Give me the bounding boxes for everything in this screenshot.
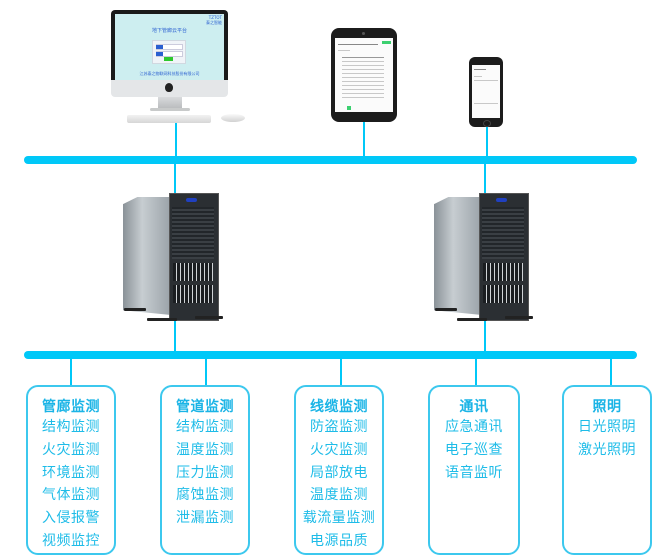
tablet-table-row <box>338 50 350 51</box>
tablet-table-row <box>338 44 378 45</box>
screen-footer: 江苏泰之物联网科技股份有限公司 <box>139 71 200 76</box>
monitoring-network-bus <box>24 351 637 359</box>
apple-logo-icon <box>165 83 173 92</box>
phone-home-button <box>483 120 491 127</box>
category-item: 电子巡查 <box>445 441 503 458</box>
phone-screen-line <box>474 80 498 81</box>
category-2-connector <box>205 357 207 385</box>
server-foot <box>457 318 487 321</box>
username-label <box>156 45 163 49</box>
category-item: 气体监测 <box>42 487 100 504</box>
category-item: 应急通讯 <box>445 419 503 435</box>
monitor-stand <box>158 97 182 109</box>
desktop-connector <box>175 122 177 160</box>
phone-connector <box>486 127 488 160</box>
password-label <box>156 52 163 56</box>
keyboard-icon <box>127 115 211 123</box>
tower-server-icon <box>434 197 482 315</box>
server-foot <box>124 308 146 311</box>
tablet-table-row <box>342 57 384 58</box>
category-item: 火灾监测 <box>42 441 100 458</box>
monitor-stand-base <box>150 108 190 111</box>
category-3-connector <box>340 357 342 385</box>
category-items: 应急通讯 电子巡查 语音监听 <box>430 416 518 484</box>
category-item: 防盗监测 <box>310 419 368 435</box>
category-box-pipeline-monitoring: 管道监测 结构监测 温度监测 压力监测 腐蚀监测 泄漏监测 <box>160 385 250 555</box>
phone-screen <box>472 65 500 118</box>
category-1-connector <box>70 357 72 385</box>
category-item: 电源品质 <box>310 532 368 549</box>
tablet-table-row <box>342 81 384 82</box>
server-drive-cage <box>172 207 214 259</box>
category-box-cable-monitoring: 线缆监测 防盗监测 火灾监测 局部放电 温度监测 载流量监测 电源品质 <box>294 385 384 555</box>
category-items: 结构监测 火灾监测 环境监测 气体监测 入侵报警 视频监控 <box>28 416 114 553</box>
category-item: 载流量监测 <box>302 510 376 527</box>
category-item: 环境监测 <box>42 464 100 481</box>
tablet-table-row <box>342 61 384 62</box>
server-drive-cage <box>482 207 524 259</box>
category-item: 日光照明 <box>578 419 636 435</box>
tablet-table-row <box>342 65 384 66</box>
tablet-table-row <box>342 97 384 98</box>
phone-screen-line <box>474 103 498 104</box>
category-box-utility-tunnel-monitoring: 管廊监测 结构监测 火灾监测 环境监测 气体监测 入侵报警 视频监控 <box>26 385 116 555</box>
category-item: 激光照明 <box>578 441 636 458</box>
category-title: 通讯 <box>459 399 489 415</box>
category-title: 管廊监测 <box>42 399 100 415</box>
tablet-table-row <box>342 77 384 78</box>
category-title: 照明 <box>592 399 622 415</box>
category-items: 结构监测 温度监测 压力监测 腐蚀监测 泄漏监测 <box>162 416 248 530</box>
category-item: 视频监控 <box>42 532 100 549</box>
category-item: 压力监测 <box>176 464 234 481</box>
category-title: 线缆监测 <box>310 399 368 415</box>
server-hdd-bays <box>483 263 523 281</box>
category-item: 局部放电 <box>310 464 368 481</box>
server-foot <box>505 316 533 319</box>
tower-server-icon <box>123 197 171 315</box>
tablet-table-row <box>342 89 384 90</box>
tablet-connector <box>363 122 365 160</box>
category-item: 泄漏监测 <box>176 510 234 527</box>
screen-title: 地下管廊云平台 <box>151 28 187 34</box>
tablet-table-row <box>342 93 384 94</box>
category-5-connector <box>610 357 612 385</box>
client-network-bus <box>24 156 637 164</box>
tablet-action-button <box>382 41 391 44</box>
server-badge <box>186 198 197 202</box>
category-item: 结构监测 <box>42 419 100 435</box>
server-hdd-bays <box>173 285 213 303</box>
tablet-table-row <box>342 69 384 70</box>
category-item: 火灾监测 <box>310 441 368 458</box>
server-foot <box>195 316 223 319</box>
category-item: 温度监测 <box>176 441 234 458</box>
tablet-table-row <box>342 73 384 74</box>
tablet-table-row <box>342 85 384 86</box>
category-box-lighting: 照明 日光照明 激光照明 <box>562 385 652 555</box>
tablet-page-indicator <box>347 106 351 110</box>
mouse-icon <box>221 114 245 122</box>
server-foot <box>147 318 177 321</box>
phone-screen-line <box>474 76 482 77</box>
category-item: 入侵报警 <box>42 510 100 527</box>
category-item: 腐蚀监测 <box>176 487 234 504</box>
screen-brand: TZTOT 泰之智能 <box>206 15 222 25</box>
category-item: 温度监测 <box>310 487 368 504</box>
server-hdd-bays <box>173 263 213 281</box>
category-4-connector <box>475 357 477 385</box>
category-item: 语音监听 <box>445 464 503 481</box>
server-foot <box>435 308 457 311</box>
category-item: 结构监测 <box>176 419 234 435</box>
category-items: 防盗监测 火灾监测 局部放电 温度监测 载流量监测 电源品质 <box>296 416 382 553</box>
login-button <box>164 57 173 61</box>
category-box-communication: 通讯 应急通讯 电子巡查 语音监听 <box>428 385 520 555</box>
server-badge <box>496 198 507 202</box>
phone-screen-line <box>474 69 486 70</box>
server-hdd-bays <box>483 285 523 303</box>
category-items: 日光照明 激光照明 <box>564 416 650 462</box>
tablet-camera <box>362 32 365 35</box>
category-title: 管道监测 <box>176 399 234 415</box>
login-form <box>152 40 186 64</box>
